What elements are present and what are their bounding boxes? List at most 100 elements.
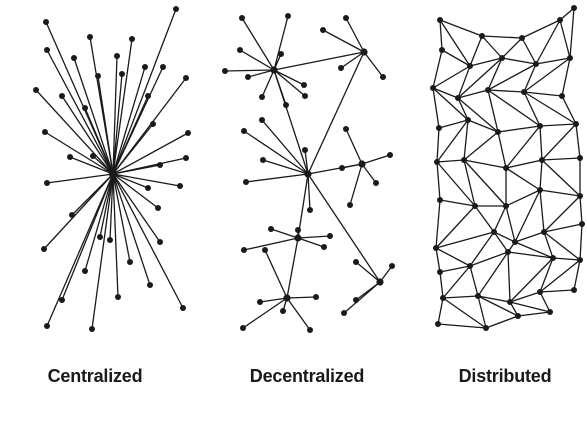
mesh-edge bbox=[457, 57, 503, 99]
mesh-edge bbox=[573, 259, 581, 291]
mesh-edge bbox=[523, 63, 537, 93]
leaf-node bbox=[145, 185, 151, 191]
mesh-edge bbox=[521, 19, 561, 39]
mesh-edge bbox=[439, 265, 471, 273]
mesh-edge bbox=[463, 159, 507, 169]
spoke-edge bbox=[361, 154, 391, 165]
leaf-node bbox=[180, 305, 186, 311]
mesh-edge bbox=[539, 189, 545, 233]
leaf-node bbox=[69, 212, 75, 218]
mesh-edge bbox=[517, 311, 551, 317]
mesh-edge bbox=[432, 49, 443, 89]
leaf-node bbox=[147, 282, 153, 288]
mesh-edge bbox=[432, 65, 471, 89]
mesh-node bbox=[537, 123, 543, 129]
leaf-node bbox=[173, 6, 179, 12]
leaf-node bbox=[119, 71, 125, 77]
mesh-edge bbox=[514, 241, 554, 259]
mesh-edge bbox=[477, 295, 487, 329]
mesh-node bbox=[430, 85, 436, 91]
mesh-node bbox=[503, 165, 509, 171]
hub-node bbox=[376, 278, 384, 286]
mesh-edge bbox=[469, 35, 483, 67]
mesh-edge bbox=[487, 63, 537, 91]
spoke-edge bbox=[261, 119, 309, 175]
leaf-node bbox=[295, 227, 301, 233]
mesh-edge bbox=[469, 265, 479, 297]
mesh-edge bbox=[437, 297, 444, 325]
mesh-edge bbox=[463, 131, 499, 161]
leaf-node bbox=[157, 239, 163, 245]
hub-node bbox=[304, 170, 312, 178]
leaf-node bbox=[353, 259, 359, 265]
leaf-node bbox=[160, 64, 166, 70]
mesh-edge bbox=[552, 257, 581, 261]
spoke-edge bbox=[363, 51, 384, 78]
hub-node bbox=[358, 160, 366, 168]
spoke-edge bbox=[239, 49, 275, 71]
mesh-node bbox=[577, 193, 583, 199]
leaf-node bbox=[241, 247, 247, 253]
mesh-edge bbox=[467, 119, 499, 133]
mesh-edge bbox=[457, 97, 469, 121]
spoke-edge bbox=[264, 249, 288, 299]
leaf-node bbox=[145, 93, 151, 99]
mesh-node bbox=[440, 295, 446, 301]
leaf-node bbox=[327, 233, 333, 239]
mesh-node bbox=[541, 229, 547, 235]
mesh-edge bbox=[481, 35, 523, 39]
mesh-node bbox=[437, 17, 443, 23]
mesh-edge bbox=[505, 159, 543, 169]
spoke-edge bbox=[247, 69, 275, 78]
mesh-edge bbox=[439, 19, 443, 51]
spoke-edge bbox=[61, 95, 114, 175]
spoke-edge bbox=[286, 297, 311, 331]
mesh-node bbox=[559, 93, 565, 99]
leaf-node bbox=[43, 19, 49, 25]
mesh-edge bbox=[579, 195, 583, 225]
mesh-edge bbox=[469, 231, 495, 267]
mesh-edge bbox=[497, 125, 541, 133]
mesh-edge bbox=[469, 251, 509, 267]
mesh-edge bbox=[435, 247, 441, 273]
spoke-edge bbox=[304, 149, 309, 175]
spoke-edge bbox=[361, 163, 377, 184]
leaf-node bbox=[33, 87, 39, 93]
mesh-edge bbox=[469, 57, 503, 67]
mesh-node bbox=[571, 287, 577, 293]
spoke-edge bbox=[262, 159, 309, 175]
leaf-node bbox=[95, 73, 101, 79]
leaf-node bbox=[183, 155, 189, 161]
leaf-node bbox=[59, 93, 65, 99]
spoke-edge bbox=[112, 73, 123, 175]
hub-node bbox=[360, 48, 368, 56]
mesh-edge bbox=[441, 49, 471, 67]
leaf-node bbox=[42, 129, 48, 135]
leaf-node bbox=[241, 128, 247, 134]
spoke-edge bbox=[273, 69, 305, 86]
hub-node bbox=[283, 294, 291, 302]
mesh-node bbox=[573, 121, 579, 127]
mesh-edge bbox=[569, 7, 575, 59]
central-hub-node bbox=[109, 170, 117, 178]
mesh-edge bbox=[442, 265, 471, 299]
leaf-node bbox=[239, 15, 245, 21]
leaf-node bbox=[240, 325, 246, 331]
mesh-edge bbox=[436, 159, 465, 163]
spoke-edge bbox=[97, 75, 114, 175]
spoke-edge bbox=[112, 173, 131, 263]
mesh-edge bbox=[539, 189, 581, 197]
spoke-edge bbox=[112, 123, 154, 175]
leaf-node bbox=[44, 180, 50, 186]
spoke-edge bbox=[112, 173, 151, 286]
spoke-edge bbox=[35, 89, 114, 175]
mesh-node bbox=[537, 289, 543, 295]
leaf-node bbox=[307, 327, 313, 333]
mesh-edge bbox=[505, 125, 541, 169]
mesh-edge bbox=[435, 247, 471, 267]
mesh-edge bbox=[523, 57, 571, 93]
mesh-node bbox=[533, 61, 539, 67]
spoke-edge bbox=[112, 173, 184, 309]
spoke-edge bbox=[46, 173, 114, 327]
mesh-edge bbox=[543, 195, 581, 233]
